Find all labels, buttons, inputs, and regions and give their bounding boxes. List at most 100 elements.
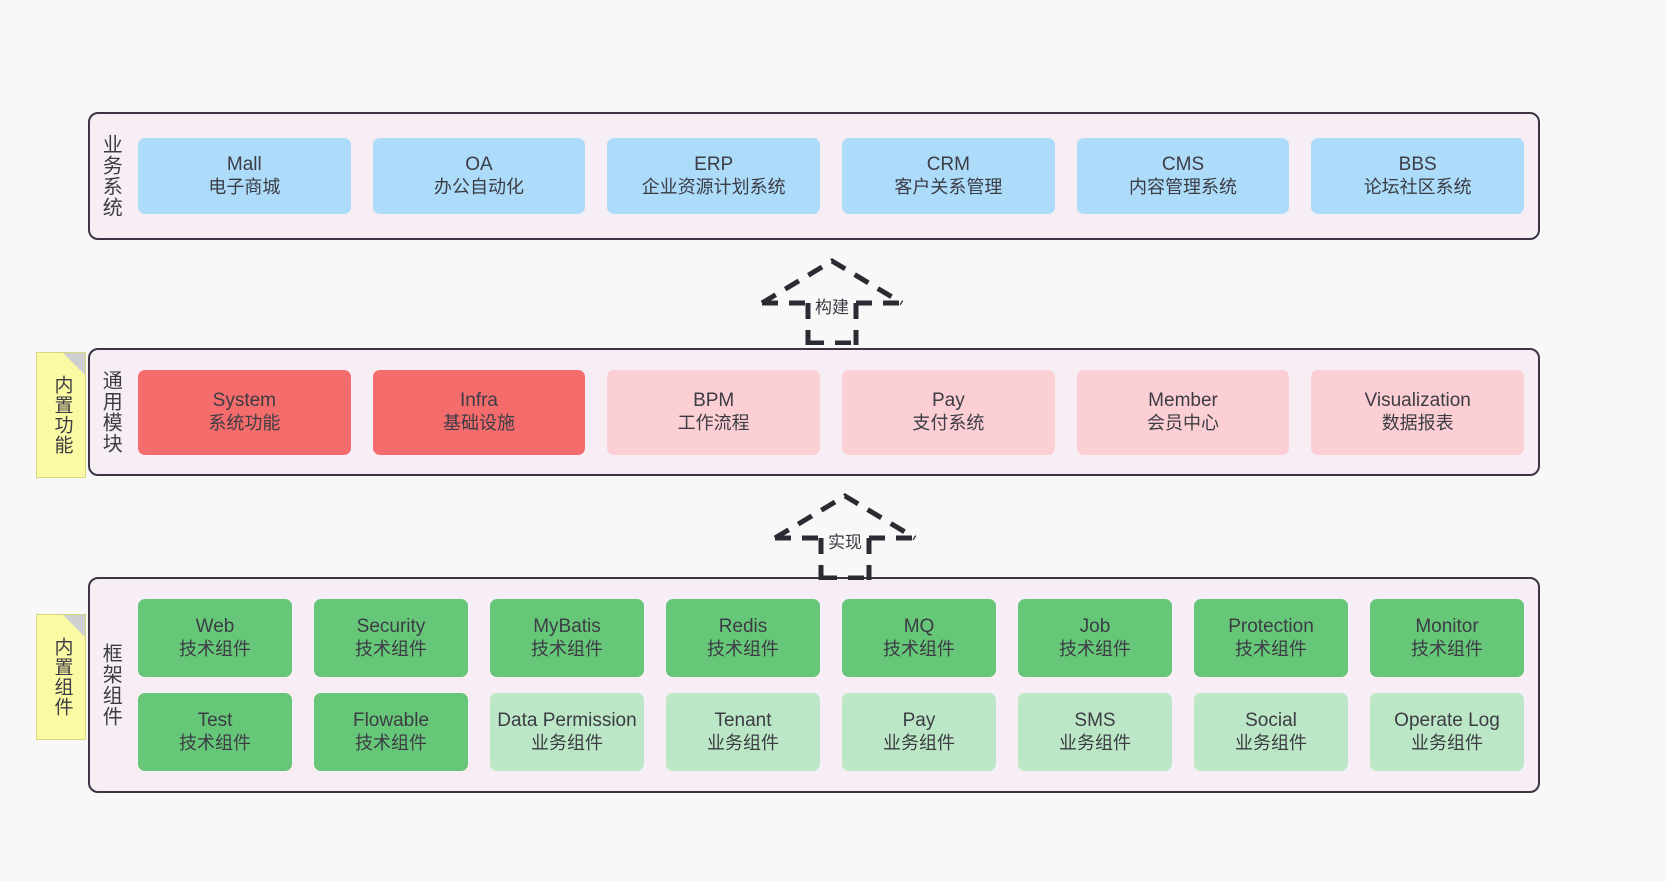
node-row: Test 技术组件 Flowable 技术组件 Data Permission …	[138, 693, 1524, 771]
build-arrow-icon	[760, 258, 904, 346]
node-system[interactable]: System 系统功能	[138, 369, 351, 455]
node-title: Redis	[718, 615, 768, 637]
node-row: Mall 电子商城 OA 办公自动化 ERP 企业资源计划系统 CRM 客户关系…	[138, 138, 1525, 214]
node-title: Pay	[931, 389, 965, 411]
layer-title-framework-components: 框架组件	[99, 643, 122, 727]
node-row: System 系统功能 Infra 基础设施 BPM 工作流程 Pay 支付系统…	[138, 369, 1525, 455]
node-operate-log[interactable]: Operate Log 业务组件	[1370, 693, 1524, 771]
node-title: Flowable	[352, 709, 430, 731]
connector-label-implement: 实现	[828, 533, 862, 552]
note-fold-corner-icon	[63, 615, 85, 637]
node-subtitle: 工作流程	[677, 412, 750, 433]
node-title: CRM	[926, 153, 970, 175]
node-title: BPM	[693, 389, 735, 411]
node-subtitle: 业务组件	[1235, 732, 1307, 753]
node-title: MQ	[903, 615, 935, 637]
node-subtitle: 技术组件	[1411, 638, 1483, 659]
node-subtitle: 内容管理系统	[1129, 176, 1238, 197]
node-oa[interactable]: OA 办公自动化	[372, 138, 586, 214]
node-redis[interactable]: Redis 技术组件	[666, 599, 820, 677]
connector-label-build: 构建	[815, 298, 849, 317]
node-mybatis[interactable]: MyBatis 技术组件	[490, 599, 644, 677]
node-title: Web	[195, 615, 235, 637]
node-title: Operate Log	[1394, 709, 1500, 731]
layer-body-framework-components: Web 技术组件 Security 技术组件 MyBatis 技术组件 Redi…	[130, 579, 1538, 791]
node-data-permission[interactable]: Data Permission 业务组件	[490, 693, 644, 771]
node-monitor[interactable]: Monitor 技术组件	[1370, 599, 1524, 677]
node-subtitle: 办公自动化	[434, 176, 524, 197]
implement-arrow-icon	[773, 493, 917, 581]
node-mall[interactable]: Mall 电子商城	[138, 138, 351, 214]
layer-body-common-modules: System 系统功能 Infra 基础设施 BPM 工作流程 Pay 支付系统…	[130, 350, 1538, 474]
note-builtin-features: 内置功能	[36, 352, 86, 478]
node-mq[interactable]: MQ 技术组件	[842, 599, 996, 677]
layer-title-common-modules: 通用模块	[99, 370, 122, 454]
layer-body-business-systems: Mall 电子商城 OA 办公自动化 ERP 企业资源计划系统 CRM 客户关系…	[130, 114, 1538, 238]
node-title: Member	[1148, 389, 1218, 411]
layer-framework-components: 框架组件 Web 技术组件 Security 技术组件 MyBatis 技术组件…	[88, 577, 1540, 793]
node-subtitle: 技术组件	[355, 732, 427, 753]
node-cms[interactable]: CMS 内容管理系统	[1076, 138, 1290, 214]
node-subtitle: 业务组件	[883, 732, 955, 753]
note-label: 内置功能	[51, 375, 73, 455]
node-title: OA	[465, 153, 493, 175]
node-subtitle: 基础设施	[443, 412, 515, 433]
node-title: Data Permission	[497, 709, 637, 731]
node-subtitle: 企业资源计划系统	[641, 176, 786, 197]
node-security[interactable]: Security 技术组件	[314, 599, 468, 677]
node-flowable[interactable]: Flowable 技术组件	[314, 693, 468, 771]
node-subtitle: 技术组件	[179, 638, 251, 659]
node-title: Social	[1245, 709, 1297, 731]
node-row: Web 技术组件 Security 技术组件 MyBatis 技术组件 Redi…	[138, 599, 1524, 677]
node-subtitle: 技术组件	[355, 638, 427, 659]
node-pay-module[interactable]: Pay 支付系统	[842, 369, 1055, 455]
node-subtitle: 会员中心	[1147, 412, 1220, 433]
node-sms[interactable]: SMS 业务组件	[1018, 693, 1172, 771]
node-subtitle: 技术组件	[707, 638, 779, 659]
note-label: 内置组件	[51, 637, 73, 717]
node-erp[interactable]: ERP 企业资源计划系统	[607, 138, 821, 214]
node-title: CMS	[1161, 153, 1205, 175]
node-title: Monitor	[1415, 615, 1479, 637]
node-crm[interactable]: CRM 客户关系管理	[842, 138, 1055, 214]
node-infra[interactable]: Infra 基础设施	[372, 369, 586, 455]
node-subtitle: 技术组件	[179, 732, 251, 753]
node-title: Security	[356, 615, 426, 637]
node-title: Job	[1079, 615, 1111, 637]
node-test[interactable]: Test 技术组件	[138, 693, 292, 771]
node-title: MyBatis	[533, 615, 601, 637]
node-subtitle: 技术组件	[1235, 638, 1307, 659]
node-subtitle: 业务组件	[1411, 732, 1483, 753]
node-web[interactable]: Web 技术组件	[138, 599, 292, 677]
node-social[interactable]: Social 业务组件	[1194, 693, 1348, 771]
node-bbs[interactable]: BBS 论坛社区系统	[1311, 138, 1525, 214]
layer-common-modules: 通用模块 System 系统功能 Infra 基础设施 BPM 工作流程 Pay…	[88, 348, 1540, 476]
node-title: BBS	[1398, 153, 1437, 175]
layer-business-systems: 业务系统 Mall 电子商城 OA 办公自动化 ERP 企业资源计划系统 CRM…	[88, 112, 1540, 240]
node-title: ERP	[694, 153, 734, 175]
layer-title-business-systems: 业务系统	[99, 134, 122, 218]
node-title: System	[212, 389, 277, 411]
node-subtitle: 技术组件	[531, 638, 603, 659]
note-fold-corner-icon	[63, 353, 85, 375]
node-pay-component[interactable]: Pay 业务组件	[842, 693, 996, 771]
connector-build: 构建	[752, 255, 912, 346]
node-tenant[interactable]: Tenant 业务组件	[666, 693, 820, 771]
node-title: SMS	[1074, 709, 1116, 731]
node-title: Infra	[459, 389, 499, 411]
connector-implement: 实现	[765, 490, 925, 581]
node-visualization[interactable]: Visualization 数据报表	[1311, 369, 1525, 455]
node-member[interactable]: Member 会员中心	[1076, 369, 1290, 455]
node-title: Test	[197, 709, 233, 731]
node-bpm[interactable]: BPM 工作流程	[607, 369, 821, 455]
note-builtin-components: 内置组件	[36, 614, 86, 740]
node-job[interactable]: Job 技术组件	[1018, 599, 1172, 677]
node-subtitle: 系统功能	[208, 412, 281, 433]
node-title: Protection	[1228, 615, 1314, 637]
node-subtitle: 业务组件	[707, 732, 779, 753]
node-title: Pay	[902, 709, 936, 731]
node-title: Visualization	[1364, 389, 1471, 411]
node-protection[interactable]: Protection 技术组件	[1194, 599, 1348, 677]
node-subtitle: 业务组件	[531, 732, 603, 753]
